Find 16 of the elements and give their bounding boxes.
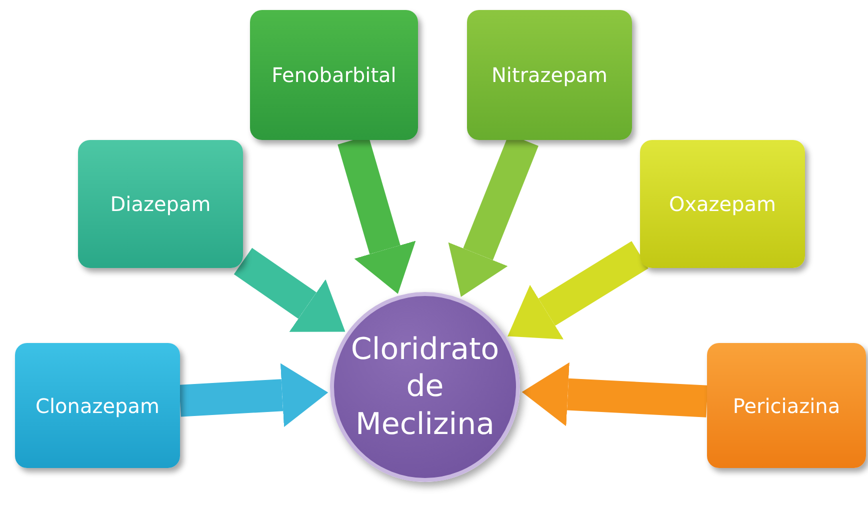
drug-name: Oxazepam [668,191,778,218]
block-arrow [522,362,708,426]
drug-box [250,10,418,140]
drug-name: Fenobarbital [270,62,398,89]
drug-name: Diazepam [109,191,212,218]
drug-box [78,140,243,268]
center-label: Cloridrato de Meclizina [350,330,500,444]
drug-name: Nitrazepam [490,62,609,89]
drug-name: Periciazina [732,392,842,420]
block-arrow [179,363,328,428]
drug-name: Clonazepam [34,392,160,420]
drug-box [15,343,180,468]
drug-box [467,10,632,140]
drug-box [707,343,866,468]
drug-box [640,140,805,268]
block-arrow [234,248,346,332]
